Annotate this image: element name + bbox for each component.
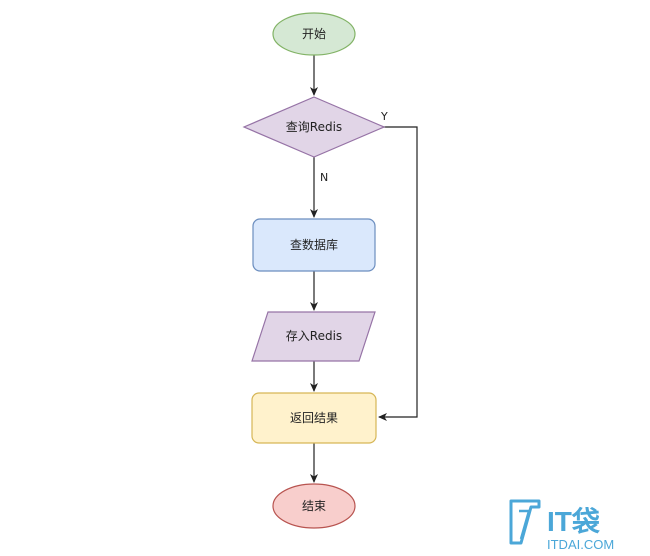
start-ellipse bbox=[272, 12, 356, 56]
node-return-result: 返回结果 bbox=[251, 392, 377, 444]
return-result-label: 返回结果 bbox=[290, 411, 338, 425]
start-label: 开始 bbox=[302, 27, 326, 41]
node-start: 开始 bbox=[272, 12, 356, 56]
query-redis-diamond bbox=[242, 96, 386, 158]
watermark-domain: ITDAI.COM bbox=[547, 537, 614, 552]
edge-query-redis-to-return-result bbox=[378, 126, 418, 421]
itdai-watermark: IT袋 ITDAI.COM bbox=[509, 499, 614, 552]
query-db-label: 查数据库 bbox=[290, 237, 338, 252]
itdai-logo-icon bbox=[509, 499, 541, 545]
node-query-redis: 查询Redis bbox=[242, 96, 386, 158]
node-save-redis: 存入Redis bbox=[251, 311, 376, 362]
query-db-box bbox=[252, 218, 376, 272]
node-end: 结束 bbox=[272, 483, 356, 529]
edge-label-no: N bbox=[320, 171, 328, 184]
edges bbox=[310, 55, 418, 483]
watermark-logo-text: IT袋 bbox=[547, 506, 601, 537]
end-ellipse bbox=[272, 483, 356, 529]
return-result-box bbox=[251, 392, 377, 444]
node-query-db: 查数据库 bbox=[252, 218, 376, 272]
save-redis-parallelogram bbox=[251, 311, 376, 362]
end-label: 结束 bbox=[302, 499, 326, 513]
query-redis-label: 查询Redis bbox=[286, 120, 342, 134]
edge-label-yes: Y bbox=[380, 110, 388, 123]
save-redis-label: 存入Redis bbox=[286, 329, 342, 343]
